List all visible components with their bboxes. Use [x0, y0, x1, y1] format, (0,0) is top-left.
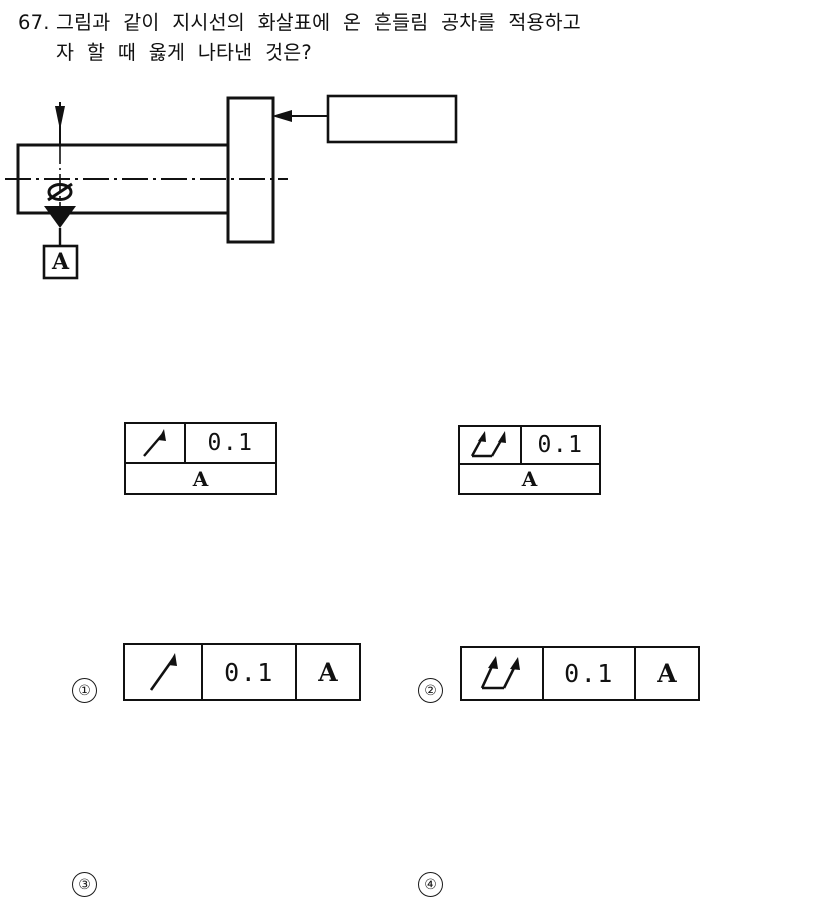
- question-block: 67. 그림과 같이 지시선의 화살표에 온 흔들림 공차를 적용하고 자 할 …: [18, 8, 808, 68]
- datum-identifier-box: [42, 244, 79, 280]
- option-2-datum-cell: A: [636, 648, 698, 699]
- option-1-datum-cell: A: [297, 645, 359, 699]
- option-1-feature-control-frame[interactable]: 0.1 A: [123, 643, 361, 701]
- option-3-tolerance-value: 0.1: [207, 429, 254, 456]
- option-2-row: 0.1 A: [462, 648, 698, 699]
- option-2-tolerance-cell: 0.1: [544, 648, 636, 699]
- option-4-tolerance-cell: 0.1: [522, 427, 599, 463]
- option-2-feature-control-frame[interactable]: 0.1 A: [460, 646, 700, 701]
- option-2-marker[interactable]: ②: [418, 678, 443, 703]
- option-3-datum-cell: A: [126, 464, 275, 493]
- option-1[interactable]: ① 0.1 A: [0, 320, 410, 703]
- option-4-tolerance-value: 0.1: [537, 431, 584, 458]
- leader-line-to-callout: [272, 110, 328, 122]
- option-4-row-top: 0.1: [460, 427, 599, 465]
- option-4-datum-value: A: [521, 467, 538, 491]
- total-runout-icon: [460, 427, 520, 463]
- option-3-tolerance-cell: 0.1: [186, 424, 275, 462]
- option-1-symbol-cell: [125, 645, 203, 699]
- question-text-line-2: 자 할 때 옳게 나타낸 것은?: [56, 41, 312, 64]
- total-runout-icon: [462, 648, 542, 699]
- dimension-arrow-down: [55, 106, 65, 130]
- circular-runout-icon: [126, 424, 184, 462]
- option-2-tolerance-value: 0.1: [564, 659, 614, 688]
- question-line-2: 자 할 때 옳게 나타낸 것은?: [18, 38, 808, 68]
- diameter-symbol: [47, 182, 73, 202]
- option-3-marker[interactable]: ③: [72, 872, 97, 897]
- option-3-feature-control-frame[interactable]: 0.1 A: [124, 422, 277, 495]
- option-2-symbol-cell: [462, 648, 544, 699]
- callout-frame-empty: [326, 94, 458, 144]
- question-text-line-1: 그림과 같이 지시선의 화살표에 온 흔들림 공차를 적용하고: [56, 11, 581, 34]
- question-number: 67.: [18, 11, 50, 34]
- flange-outline: [226, 96, 275, 244]
- option-1-datum-value: A: [318, 657, 338, 687]
- option-4-datum-cell: A: [460, 465, 599, 493]
- option-3-row-bottom: A: [126, 464, 275, 493]
- option-4-feature-control-frame[interactable]: 0.1 A: [458, 425, 601, 495]
- option-4[interactable]: ④ 0.1 A: [400, 415, 820, 897]
- option-3-datum-value: A: [192, 466, 209, 491]
- option-3[interactable]: ③ 0.1 A: [0, 415, 410, 897]
- option-2-datum-value: A: [657, 659, 677, 688]
- option-3-row-top: 0.1: [126, 424, 275, 464]
- technical-drawing-svg: [5, 94, 458, 280]
- option-4-marker[interactable]: ④: [418, 872, 443, 897]
- circular-runout-icon: [125, 645, 201, 699]
- option-3-symbol-cell: [126, 424, 186, 462]
- option-1-marker[interactable]: ①: [72, 678, 97, 703]
- option-1-row: 0.1 A: [125, 645, 359, 699]
- datum-letter-a: A: [51, 249, 70, 275]
- technical-drawing: A: [0, 80, 520, 300]
- datum-triangle: [44, 206, 76, 248]
- question-line-1: 67. 그림과 같이 지시선의 화살표에 온 흔들림 공차를 적용하고: [18, 8, 808, 38]
- option-4-row-bottom: A: [460, 465, 599, 493]
- option-1-tolerance-cell: 0.1: [203, 645, 297, 699]
- option-2[interactable]: ② 0.1 A: [400, 320, 820, 703]
- option-1-tolerance-value: 0.1: [224, 657, 274, 687]
- option-4-symbol-cell: [460, 427, 522, 463]
